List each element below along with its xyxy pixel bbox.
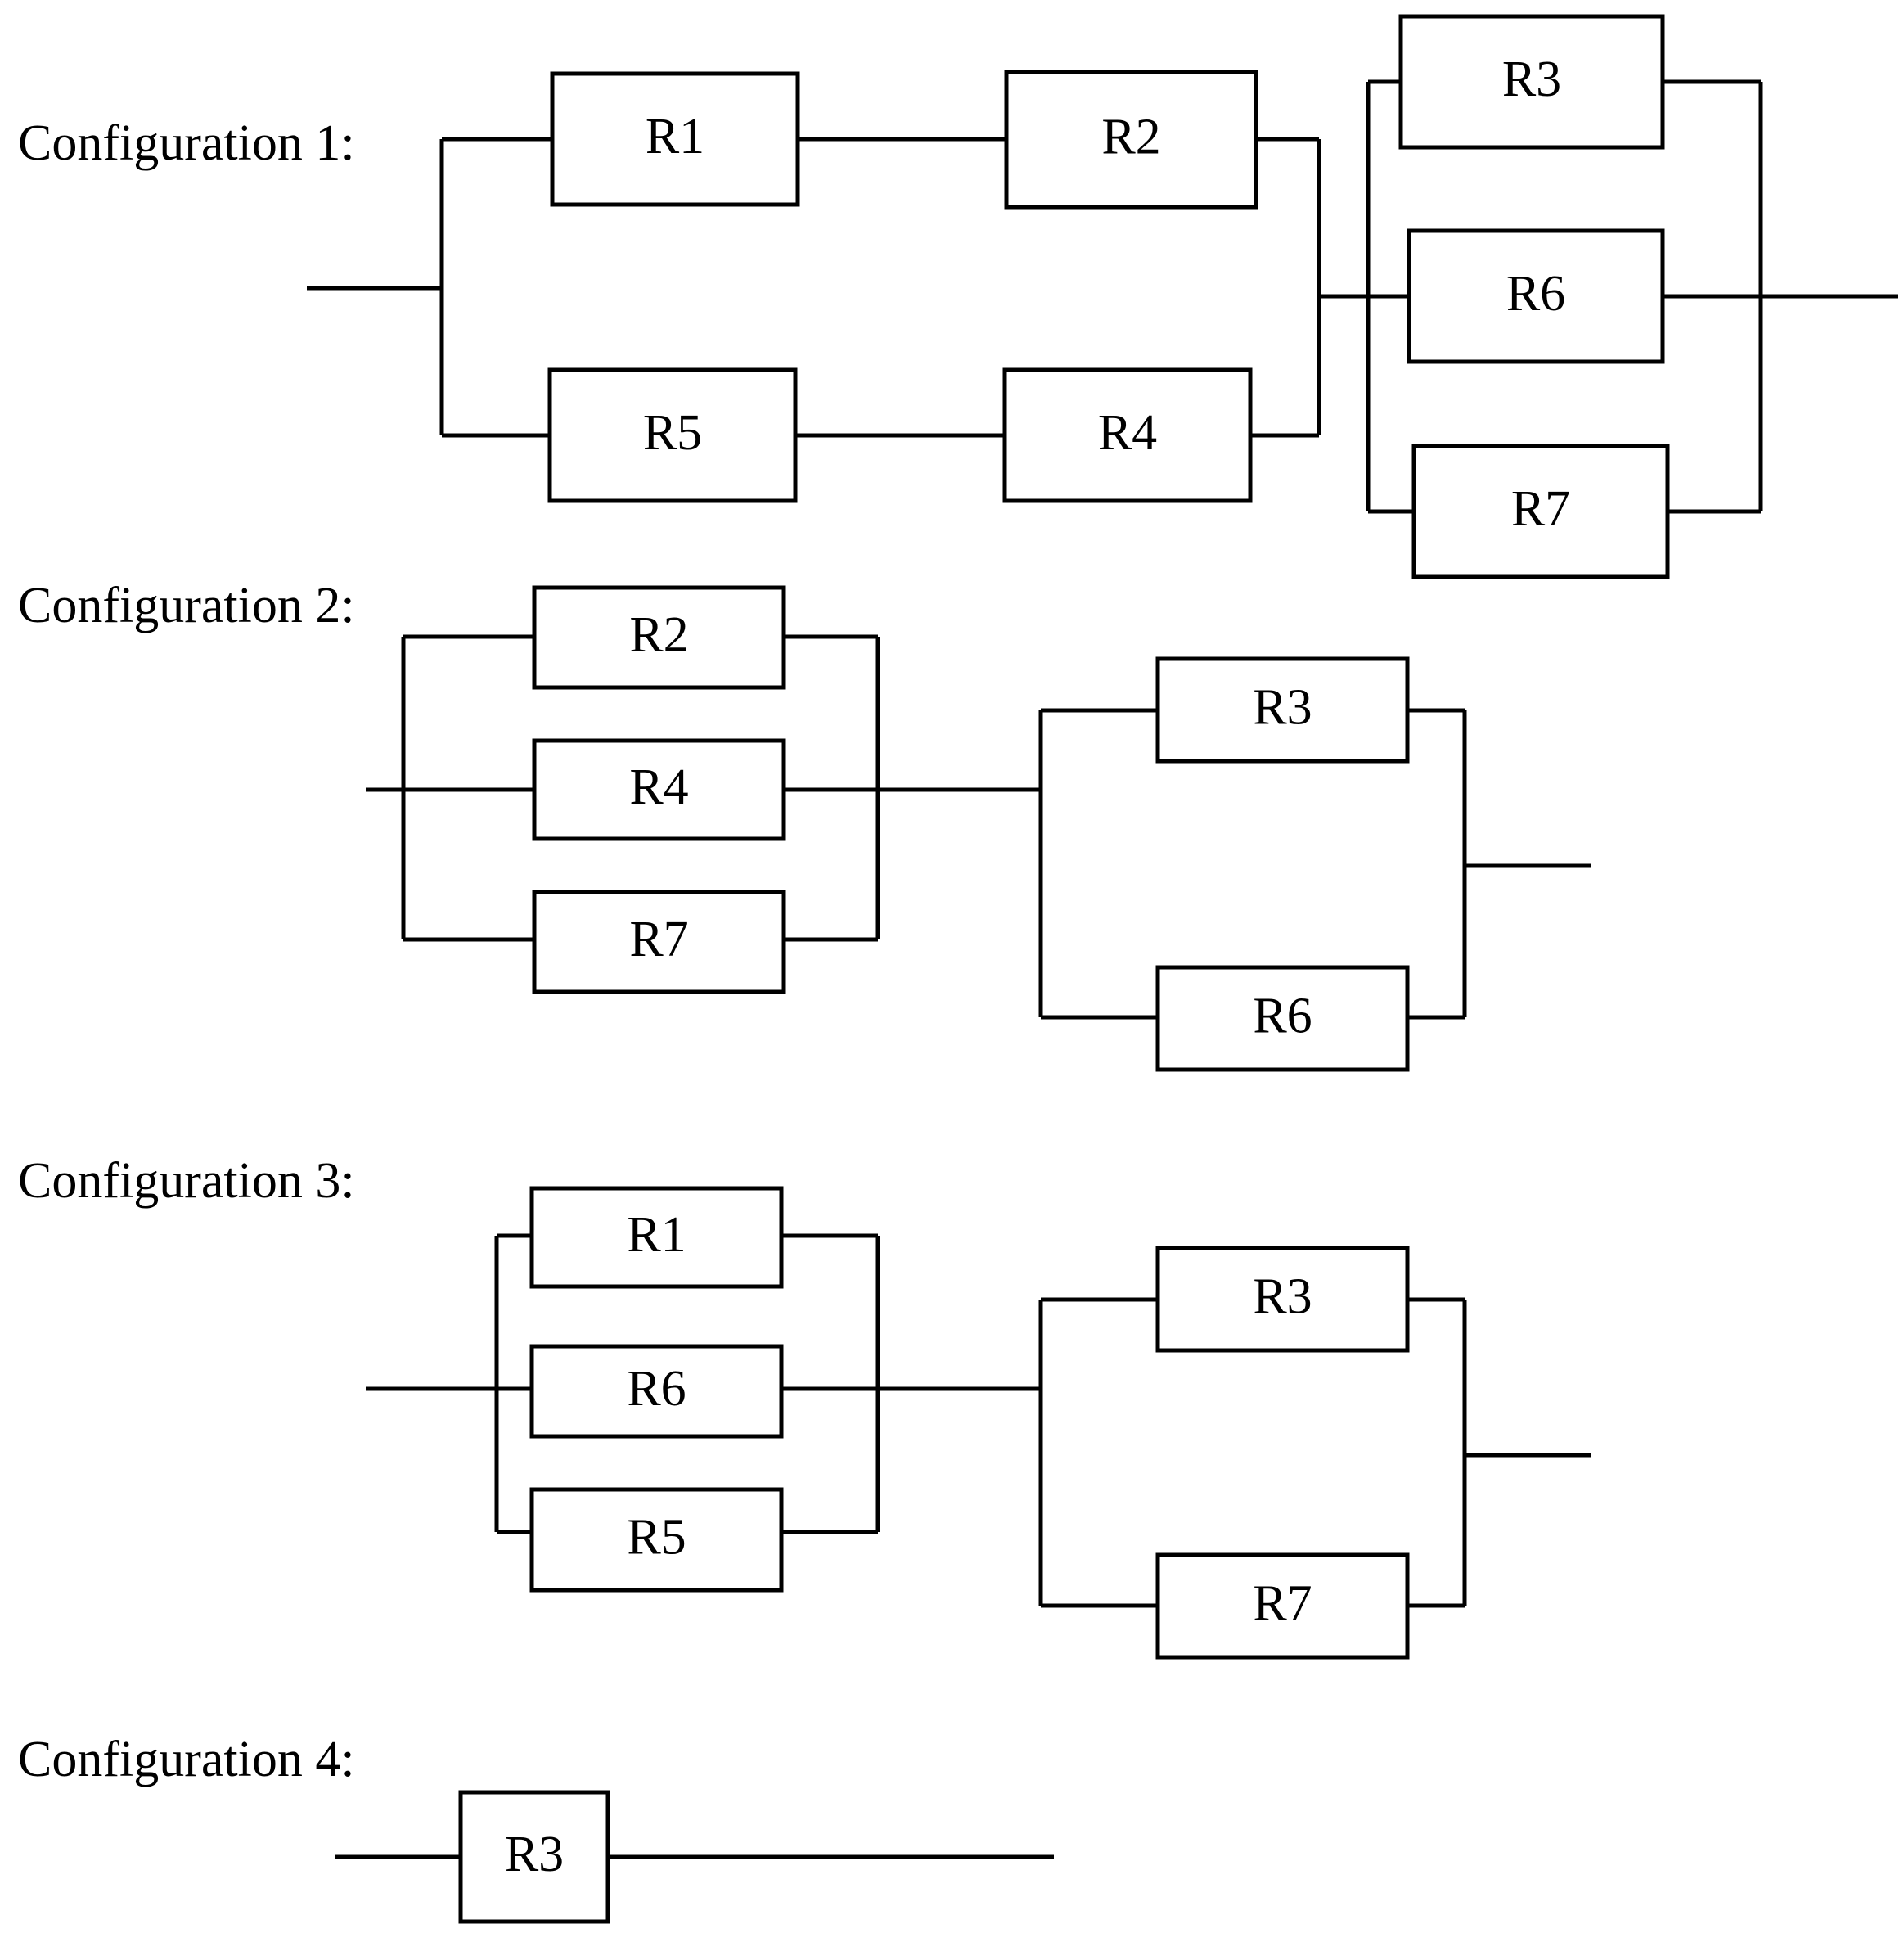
resistor-c2-r6[interactable]: R6 [1155, 965, 1410, 1072]
resistor-label-c4-r3: R3 [505, 1827, 564, 1882]
resistor-box-c2-r7 [532, 890, 786, 994]
resistor-box-c3-r3 [1155, 1246, 1410, 1353]
resistor-c3-r7[interactable]: R7 [1155, 1552, 1410, 1660]
resistor-c1-r3[interactable]: R3 [1398, 14, 1665, 150]
resistor-box-c2-r6 [1155, 965, 1410, 1072]
resistor-box-c2-r2 [532, 585, 786, 690]
wires-group [307, 79, 1898, 1859]
resistor-c1-r5[interactable]: R5 [547, 367, 798, 503]
label-config-3: Configuration 3: [18, 1153, 355, 1209]
resistor-label-c1-r5: R5 [643, 405, 702, 461]
resistor-label-c3-r1: R1 [627, 1207, 686, 1263]
resistor-label-c2-r6: R6 [1253, 989, 1312, 1044]
resistor-box-c3-r5 [529, 1487, 784, 1593]
resistor-c2-r4[interactable]: R4 [532, 738, 786, 841]
resistor-label-c1-r7: R7 [1511, 481, 1570, 537]
resistor-c2-r7[interactable]: R7 [532, 890, 786, 994]
resistor-c4-r3[interactable]: R3 [458, 1790, 610, 1924]
resistor-label-c3-r3: R3 [1253, 1269, 1312, 1325]
label-config-4: Configuration 4: [18, 1732, 355, 1787]
resistor-box-c1-r4 [1002, 367, 1253, 503]
label-config-1: Configuration 1: [18, 115, 355, 171]
resistor-c1-r2[interactable]: R2 [1004, 70, 1258, 210]
resistor-c3-r1[interactable]: R1 [529, 1186, 784, 1289]
resistor-label-c2-r2: R2 [629, 607, 688, 663]
resistor-box-c1-r6 [1407, 228, 1665, 364]
resistor-c1-r6[interactable]: R6 [1407, 228, 1665, 364]
resistor-label-c2-r4: R4 [629, 759, 688, 815]
resistor-c1-r1[interactable]: R1 [550, 71, 800, 207]
resistor-label-c1-r1: R1 [646, 109, 704, 164]
resistor-c3-r5[interactable]: R5 [529, 1487, 784, 1593]
resistor-box-c1-r5 [547, 367, 798, 503]
resistor-label-c2-r3: R3 [1253, 680, 1312, 736]
label-config-2: Configuration 2: [18, 578, 355, 633]
resistor-c2-r2[interactable]: R2 [532, 585, 786, 690]
resistor-box-c3-r1 [529, 1186, 784, 1289]
resistor-box-c1-r7 [1411, 444, 1670, 579]
config-labels-group: Configuration 1: Configuration 2: Configur… [18, 115, 355, 1787]
resistor-c1-r7[interactable]: R7 [1411, 444, 1670, 579]
resistor-label-c1-r2: R2 [1101, 110, 1160, 165]
resistor-c2-r3[interactable]: R3 [1155, 656, 1410, 764]
resistor-box-c1-r3 [1398, 14, 1665, 150]
resistor-box-c2-r4 [532, 738, 786, 841]
resistor-label-c3-r7: R7 [1253, 1576, 1312, 1632]
resistor-label-c2-r7: R7 [629, 912, 688, 967]
resistor-box-c1-r2 [1004, 70, 1258, 210]
resistor-box-c1-r1 [550, 71, 800, 207]
resistor-label-c3-r5: R5 [627, 1510, 686, 1566]
resistor-box-c2-r3 [1155, 656, 1410, 764]
resistor-c3-r3[interactable]: R3 [1155, 1246, 1410, 1353]
resistor-label-c1-r4: R4 [1098, 405, 1157, 461]
resistor-label-c1-r3: R3 [1502, 52, 1561, 107]
resistor-box-c3-r7 [1155, 1552, 1410, 1660]
resistor-label-c3-r6: R6 [627, 1361, 686, 1417]
resistor-box-c4-r3 [458, 1790, 610, 1924]
resistor-box-c3-r6 [529, 1344, 784, 1439]
resistor-label-c1-r6: R6 [1506, 266, 1565, 322]
resistor-c3-r6[interactable]: R6 [529, 1344, 784, 1439]
resistor-c1-r4[interactable]: R4 [1002, 367, 1253, 503]
